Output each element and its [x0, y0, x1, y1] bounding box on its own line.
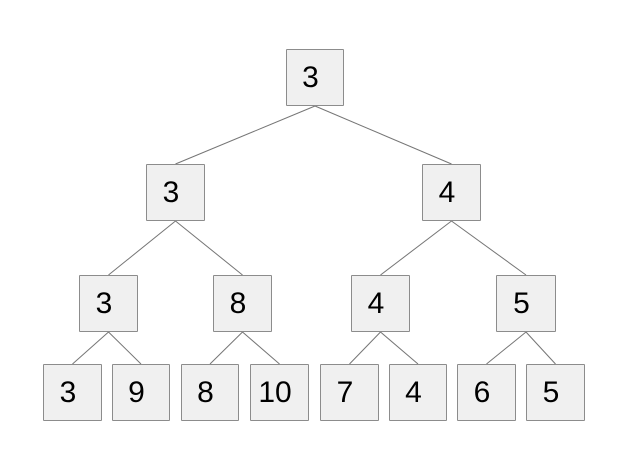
tree-node-n7: 3	[43, 364, 102, 421]
tree-node-n4: 8	[213, 275, 272, 332]
tree-edge	[380, 331, 419, 365]
tree-node-n10: 10	[250, 364, 309, 421]
tree-edge	[242, 331, 280, 365]
tree-edge	[72, 331, 109, 365]
tree-node-n3: 3	[79, 275, 138, 332]
tree-edge	[175, 220, 243, 276]
tree-node-n14: 5	[526, 364, 585, 421]
tree-node-n11: 7	[320, 364, 379, 421]
tree-node-n0: 3	[286, 49, 344, 106]
tree-edge	[451, 220, 527, 276]
tree-node-n13: 6	[457, 364, 516, 421]
tree-edge	[486, 331, 527, 365]
tree-node-n12: 4	[389, 364, 447, 421]
tree-edge	[314, 105, 452, 165]
tree-edge	[209, 331, 243, 365]
tree-node-n1: 3	[146, 164, 205, 221]
tree-edge	[175, 105, 316, 165]
tree-edge	[525, 331, 556, 365]
tree-node-n6: 5	[496, 275, 556, 332]
tree-node-n8: 9	[112, 364, 170, 421]
tree-edge	[108, 331, 142, 365]
tree-edge	[380, 220, 452, 276]
tree-node-n9: 8	[181, 364, 239, 421]
tree-edge	[108, 220, 176, 276]
tree-edge	[349, 331, 381, 365]
tree-node-n5: 4	[351, 275, 410, 332]
tree-node-n2: 4	[422, 164, 481, 221]
